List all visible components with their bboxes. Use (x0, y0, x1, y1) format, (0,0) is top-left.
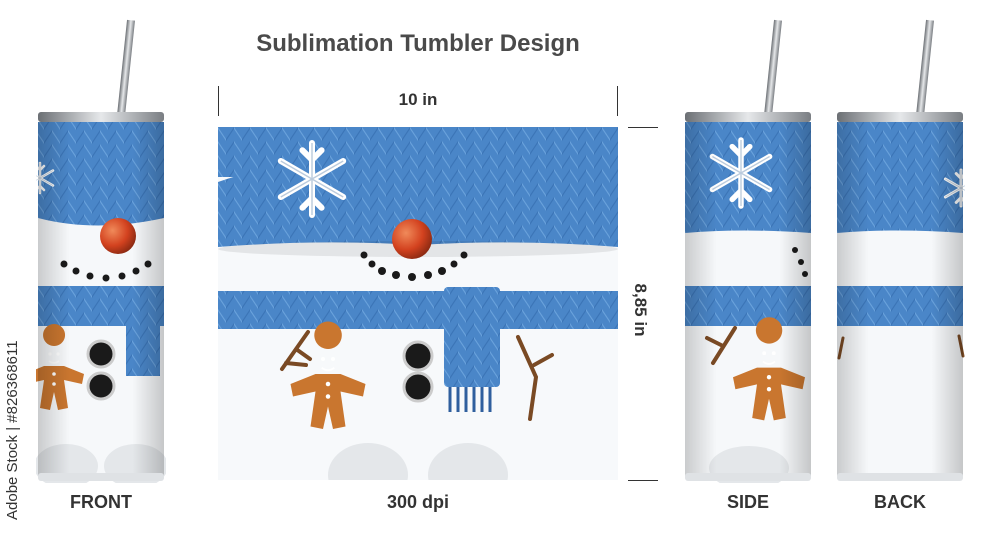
resolution-label: 300 dpi (386, 492, 450, 512)
height-label: 8,85 in (631, 283, 650, 337)
straw-icon (915, 19, 934, 121)
front-label: FRONT (70, 492, 132, 512)
front-tumbler (36, 18, 166, 483)
twig-arm-icon (280, 330, 554, 421)
back-label: BACK (874, 492, 926, 512)
side-label: SIDE (726, 492, 769, 512)
height-dimension-top-tick (628, 127, 658, 128)
height-dimension-bottom-tick (628, 480, 658, 481)
width-dimension: 10 in (218, 86, 618, 116)
side-tumbler (683, 18, 813, 483)
straw-icon (763, 19, 782, 121)
page-title: Sublimation Tumbler Design (256, 30, 580, 57)
back-tumbler (835, 18, 965, 483)
width-label: 10 in (398, 90, 438, 109)
straw-icon (116, 19, 135, 121)
flat-design (218, 127, 618, 480)
